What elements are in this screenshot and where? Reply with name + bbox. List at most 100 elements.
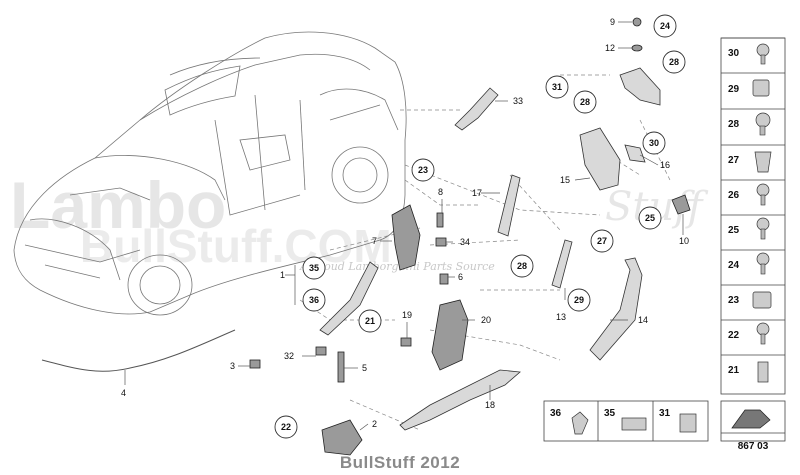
part-28-upper [619, 67, 661, 106]
part-16 [624, 144, 646, 163]
part-17 [497, 174, 521, 237]
svg-text:23: 23 [728, 295, 740, 306]
fastener-22: 22 [721, 319, 785, 345]
part-33 [454, 87, 499, 131]
label-5: 5 [362, 363, 367, 373]
part-6 [439, 273, 449, 285]
part-19 [400, 337, 412, 347]
fastener-29: 29 [721, 72, 785, 97]
svg-text:25: 25 [645, 213, 655, 223]
callout-24: 24 [653, 14, 677, 38]
part-20 [431, 299, 469, 371]
callout-22: 22 [274, 415, 298, 439]
watermark-tagline: A Proud Lamborghini Parts Source [299, 260, 495, 273]
fastener-27: 27 [721, 144, 785, 173]
svg-text:31: 31 [552, 82, 562, 92]
label-18: 18 [485, 400, 495, 410]
fastener-30: 30 [721, 37, 785, 65]
label-1: 1 [280, 270, 285, 280]
callout-28-c: 28 [510, 254, 534, 278]
label-33: 33 [513, 96, 523, 106]
label-19: 19 [402, 310, 412, 320]
circled-callouts: 22 23 24 25 28 28 28 29 30 31 35 36 21 2… [274, 14, 686, 439]
svg-text:28: 28 [517, 261, 527, 271]
label-12: 12 [605, 43, 615, 53]
svg-text:35: 35 [309, 263, 319, 273]
fastener-panel: 30 29 28 27 26 25 24 23 22 21 [720, 37, 786, 395]
label-13: 13 [556, 312, 566, 322]
label-10: 10 [679, 236, 689, 246]
svg-text:28: 28 [669, 57, 679, 67]
svg-text:21: 21 [728, 365, 740, 376]
svg-text:30: 30 [728, 48, 740, 59]
part-13 [551, 239, 573, 289]
label-8: 8 [438, 187, 443, 197]
fastener-28: 28 [721, 108, 785, 136]
part-2 [321, 419, 363, 456]
part-14 [589, 257, 643, 361]
watermark-main: Lambo [10, 168, 226, 242]
bottom-part-panel: 36 35 31 [543, 400, 709, 442]
svg-text:25: 25 [728, 225, 740, 236]
footer-caption: BullStuff 2012 [339, 453, 461, 472]
svg-text:27: 27 [728, 155, 740, 166]
label-34: 34 [460, 237, 470, 247]
label-17: 17 [472, 188, 482, 198]
callout-23: 23 [411, 158, 435, 182]
callout-35: 35 [302, 256, 326, 280]
svg-text:22: 22 [728, 330, 740, 341]
svg-text:23: 23 [418, 165, 428, 175]
label-14: 14 [638, 315, 648, 325]
drawing-number: 867 03 [738, 441, 769, 452]
label-16: 16 [660, 160, 670, 170]
label-15: 15 [560, 175, 570, 185]
panel-35: 35 [604, 408, 616, 419]
svg-text:29: 29 [574, 295, 584, 305]
part-8 [436, 212, 444, 228]
callout-28-a: 28 [662, 50, 686, 74]
fastener-23: 23 [721, 284, 785, 309]
label-2: 2 [372, 419, 377, 429]
svg-text:24: 24 [728, 260, 740, 271]
svg-text:28: 28 [728, 119, 740, 130]
vehicle-outline [13, 31, 407, 316]
part-7 [391, 204, 421, 271]
label-3: 3 [230, 361, 235, 371]
svg-text:28: 28 [580, 97, 590, 107]
label-32: 32 [284, 351, 294, 361]
part-12 [631, 44, 643, 52]
label-9: 9 [610, 17, 615, 27]
label-7: 7 [372, 236, 377, 246]
fastener-24: 24 [721, 249, 785, 275]
part-5 [337, 351, 345, 383]
part-21 [319, 261, 379, 336]
callout-36: 36 [302, 288, 326, 312]
fastener-25: 25 [721, 214, 785, 240]
svg-text:21: 21 [365, 316, 375, 326]
label-4: 4 [121, 388, 126, 398]
leader-lines [124, 21, 684, 431]
panel-36: 36 [550, 408, 562, 419]
svg-text:27: 27 [597, 236, 607, 246]
part-18 [399, 369, 521, 431]
fastener-26: 26 [721, 179, 785, 206]
part-10 [671, 194, 691, 215]
fastener-21: 21 [721, 354, 785, 383]
svg-text:22: 22 [281, 422, 291, 432]
callout-29-a: 29 [567, 288, 591, 312]
watermark-secondary: BullStuff.COM [80, 220, 392, 272]
callout-27: 27 [590, 229, 614, 253]
watermark: Lambo Stuff Stuff BullStuff.COM A Proud … [10, 168, 709, 273]
callout-31: 31 [545, 75, 569, 99]
svg-text:30: 30 [649, 138, 659, 148]
callout-28-b: 28 [573, 90, 597, 114]
part-32 [315, 346, 327, 356]
svg-text:29: 29 [728, 84, 740, 95]
drawing-number-box: 867 03 [720, 400, 786, 452]
svg-text:26: 26 [728, 190, 740, 201]
label-6: 6 [458, 272, 463, 282]
callout-21: 21 [358, 309, 382, 333]
part-15 [579, 127, 621, 191]
part-numbers: 1 2 3 4 5 6 7 8 9 10 12 13 14 15 16 17 1… [121, 17, 689, 429]
